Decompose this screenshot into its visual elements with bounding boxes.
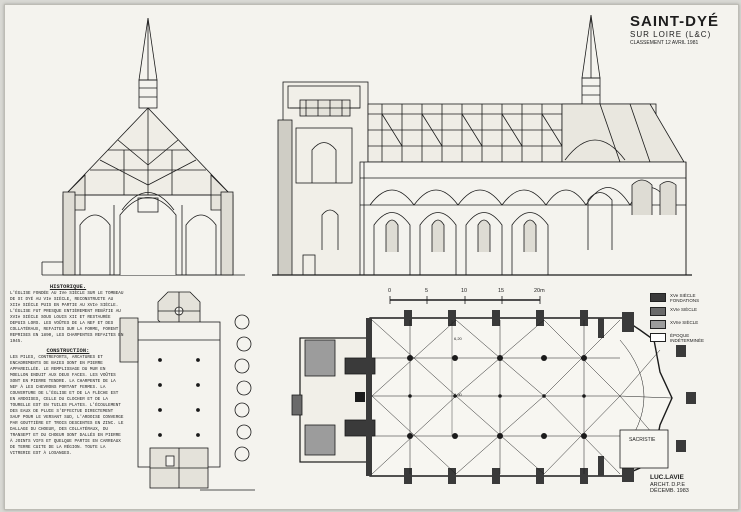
- period-legend: XVe SIÈCLE FONDATIONS XVIe SIÈCLE XVIIe …: [650, 293, 706, 347]
- legend-item: XVIIe SIÈCLE: [650, 320, 706, 329]
- scale-tick-label: 5: [425, 288, 429, 294]
- legend-label: XVIe SIÈCLE: [670, 307, 698, 312]
- legend-swatch: [650, 307, 666, 316]
- legend-swatch: [650, 333, 666, 342]
- legend-item: XVe SIÈCLE FONDATIONS: [650, 293, 706, 303]
- roof-truss-lines: [381, 104, 563, 162]
- legend-swatch: [650, 320, 666, 329]
- drawing-title-block: SAINT-DYÉ SUR LOIRE (L&C) CLASSEMENT 12 …: [630, 14, 719, 46]
- sacristie-label: SACRISTIE: [629, 437, 656, 443]
- main-floor-plan: [291, 296, 696, 484]
- dimension-label: 6,90: [454, 392, 462, 397]
- architect-name: LUC.LAVIE: [650, 474, 684, 481]
- legend-item: XVIe SIÈCLE: [650, 307, 706, 316]
- drawing-date: DÉCEMB. 1983: [650, 488, 689, 494]
- construction-heading: CONSTRUCTION:: [46, 347, 90, 354]
- legend-label: XVIIe SIÈCLE: [670, 320, 699, 325]
- architect-title: ARCHT. D.P.E: [650, 481, 686, 488]
- scale-bar: [389, 296, 541, 304]
- scale-tick-label: 15: [498, 288, 505, 294]
- cross-section-drawing: [41, 17, 245, 276]
- scale-tick-label: 20m: [534, 288, 545, 294]
- scale-tick-label: 10: [461, 288, 468, 294]
- tree-symbols: [234, 314, 252, 462]
- legend-item: ÉPOQUE INDÉTERMINÉE: [650, 333, 706, 343]
- legend-label: XVe SIÈCLE FONDATIONS: [670, 293, 700, 303]
- notes-panel: HISTORIQUE. L'ÉGLISE FONDÉE AU IVe SIÈCL…: [10, 283, 126, 457]
- dimension-label: 6,20: [454, 336, 462, 341]
- legend-swatch: [650, 293, 666, 302]
- architect-signature: LUC.LAVIE ARCHT. D.P.E DÉCEMB. 1983: [650, 474, 689, 495]
- historique-text: L'ÉGLISE FONDÉE AU IVe SIÈCLE SUR LE TOM…: [10, 291, 124, 344]
- historique-heading: HISTORIQUE.: [49, 283, 87, 290]
- classification-date: CLASSEMENT 12 AVRIL 1981: [630, 40, 699, 46]
- scale-tick-label: 0: [388, 288, 392, 294]
- church-name: SAINT-DYÉ: [630, 13, 720, 30]
- legend-label: ÉPOQUE INDÉTERMINÉE: [670, 333, 705, 343]
- construction-text: LES PILES, CONTREFORTS, ARCATURES ET ENC…: [10, 355, 124, 456]
- longitudinal-section-drawing: [272, 14, 692, 276]
- small-floor-plan: [119, 291, 255, 491]
- arcade-windows: [373, 179, 677, 275]
- church-location: SUR LOIRE (L&C): [630, 30, 712, 39]
- pillars: [355, 355, 587, 439]
